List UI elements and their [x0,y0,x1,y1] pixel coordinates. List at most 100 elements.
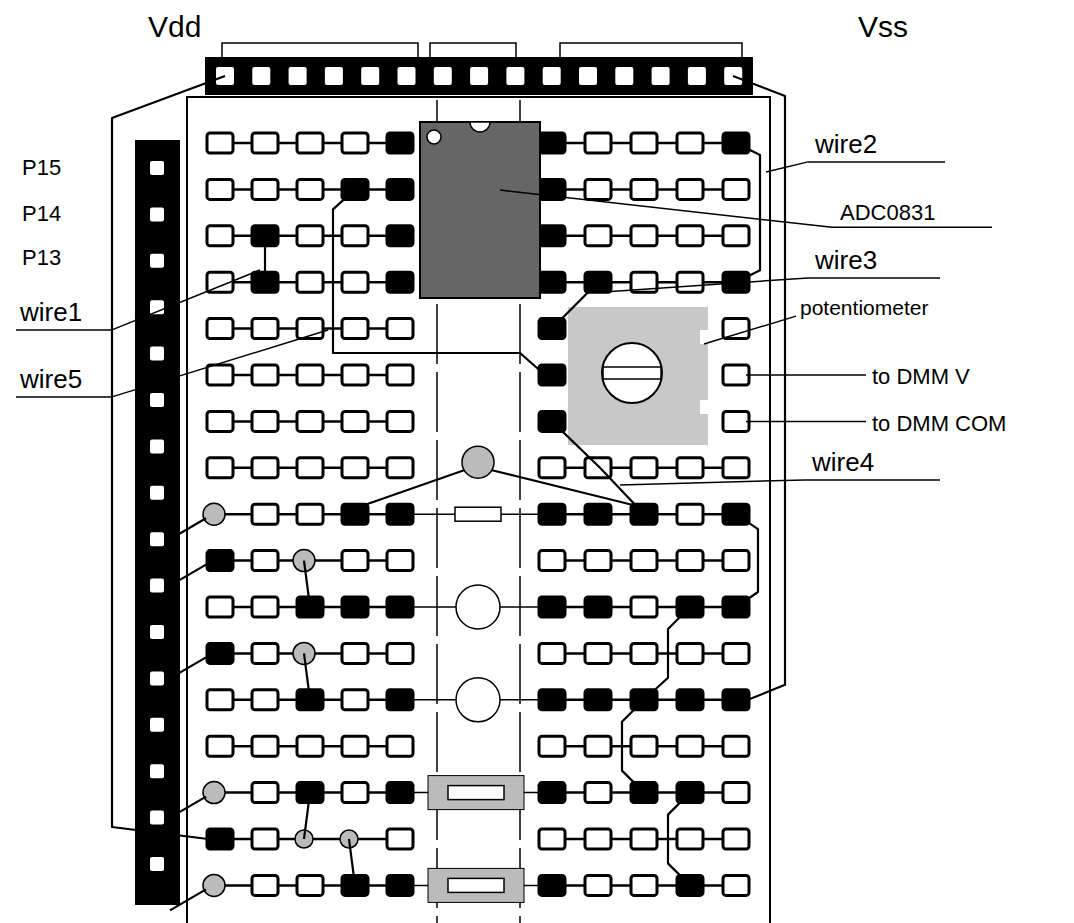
pot-notch [700,400,708,414]
breadboard-hole [585,504,611,524]
breadboard-hole [297,875,323,895]
breadboard-hole [631,643,657,663]
breadboard-hole [387,133,413,153]
breadboard-hole [297,179,323,199]
breadboard-hole [539,458,565,478]
chip-notch [470,122,490,132]
resistor-body [448,786,504,800]
breadboard-hole [297,411,323,431]
adc-chip [420,122,540,298]
breadboard-hole [387,829,413,849]
pot-notch [700,330,708,344]
breadboard-hole [207,411,233,431]
breadboard-hole [387,411,413,431]
breadboard-hole [387,736,413,756]
pin1-mark [427,130,441,144]
breadboard-hole [539,133,565,153]
io-socket [150,811,164,825]
breadboard-hole [631,829,657,849]
breadboard-hole [677,272,703,292]
breadboard-hole [207,226,233,246]
leader-line [604,278,808,292]
breadboard-hole [677,504,703,524]
breadboard-hole [387,458,413,478]
breadboard-hole [297,226,323,246]
part-label: ADC0831 [840,200,935,225]
breadboard-hole [252,690,278,710]
leader-line [500,190,832,227]
breadboard-hole [252,411,278,431]
breadboard-hole [539,504,565,524]
component-lead [203,782,225,804]
supply-label: Vdd [148,10,201,45]
header-tab [222,43,418,59]
breadboard-hole [677,690,703,710]
header-socket [579,67,597,85]
breadboard-hole [539,736,565,756]
io-socket [150,857,164,871]
breadboard-hole [677,643,703,663]
potentiometer-knob [602,343,662,403]
io-socket [150,532,164,546]
breadboard-hole [539,365,565,385]
supply-wire [112,76,225,839]
jumper-wire [622,700,644,793]
pin-label: P14 [22,201,61,226]
breadboard-hole [677,226,703,246]
breadboard-hole [723,736,749,756]
breadboard-hole [207,690,233,710]
breadboard-hole [252,365,278,385]
breadboard-hole [585,736,611,756]
breadboard-hole [207,643,233,663]
component-lead [203,503,225,525]
breadboard-hole [342,226,368,246]
breadboard-hole [723,643,749,663]
wire-label: wire4 [812,448,874,478]
component-lead [304,561,310,607]
breadboard-hole [677,133,703,153]
breadboard-hole [631,736,657,756]
breadboard-hole [387,179,413,199]
breadboard-hole [539,272,565,292]
breadboard-hole [297,272,323,292]
probe-label: to DMM COM [872,411,1006,436]
io-socket [150,718,164,732]
breadboard-hole [342,365,368,385]
io-socket [150,347,164,361]
breadboard-hole [723,365,749,385]
component-lead [203,874,225,896]
breadboard-hole [723,551,749,571]
breadboard-hole [252,319,278,339]
header-tab [560,43,742,59]
breadboard-hole [539,829,565,849]
leader-line [766,162,808,172]
label-underline [808,161,945,163]
breadboard-hole [252,643,278,663]
breadboard-hole [297,504,323,524]
breadboard-hole [677,458,703,478]
breadboard [187,97,770,923]
supply-label: Vss [858,10,908,45]
breadboard-hole [342,458,368,478]
breadboard-hole [539,690,565,710]
breadboard-hole [252,133,278,153]
breadboard-hole [342,272,368,292]
breadboard-hole [387,783,413,803]
label-underline [16,396,112,398]
label-underline [16,329,112,331]
io-socket [150,764,164,778]
breadboard-hole [297,365,323,385]
header-socket [252,67,270,85]
breadboard-hole [252,875,278,895]
breadboard-hole [207,179,233,199]
pin-label: P15 [22,155,61,180]
breadboard-hole [387,875,413,895]
resistor-symbol [428,868,524,902]
breadboard-hole [631,875,657,895]
header-socket [398,67,416,85]
breadboard-hole [677,551,703,571]
component-lead [492,470,638,506]
resistor-body [448,878,504,892]
breadboard-hole [252,597,278,617]
breadboard-hole [539,226,565,246]
